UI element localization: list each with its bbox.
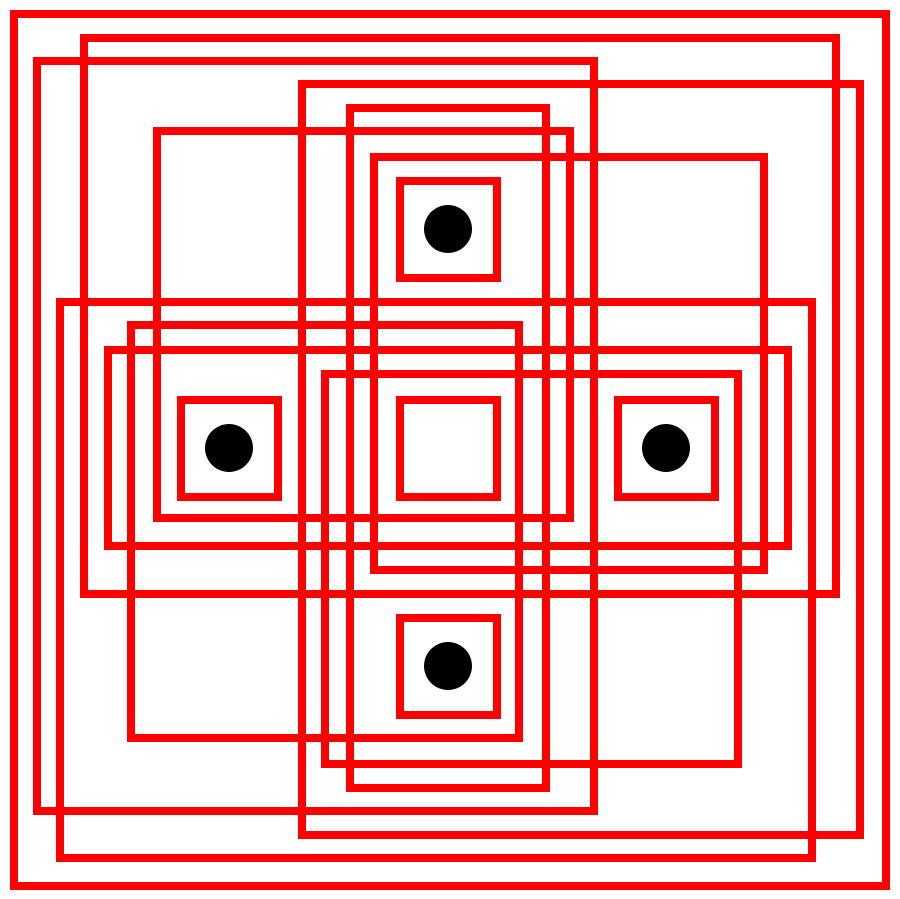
red-square-frame-2 — [80, 34, 840, 598]
red-square-frame-12 — [396, 177, 501, 282]
red-square-frame-5 — [346, 104, 550, 792]
red-square-frame-8 — [56, 298, 816, 862]
red-square-frame-10 — [104, 346, 792, 550]
red-square-frame-14 — [396, 396, 501, 501]
black-dot-2 — [205, 424, 253, 472]
red-frames-group — [10, 10, 890, 890]
red-square-frame-7 — [370, 153, 768, 574]
red-square-frame-1 — [10, 10, 890, 890]
red-square-frame-13 — [177, 396, 282, 501]
black-dot-4 — [424, 642, 472, 690]
red-square-frame-3 — [33, 57, 598, 815]
black-dot-1 — [424, 205, 472, 253]
red-square-frame-11 — [321, 370, 742, 768]
red-square-frame-16 — [396, 614, 501, 719]
black-dot-3 — [642, 424, 690, 472]
red-square-frame-4 — [298, 80, 864, 839]
black-dots-group — [205, 205, 690, 690]
red-square-frame-15 — [614, 396, 719, 501]
